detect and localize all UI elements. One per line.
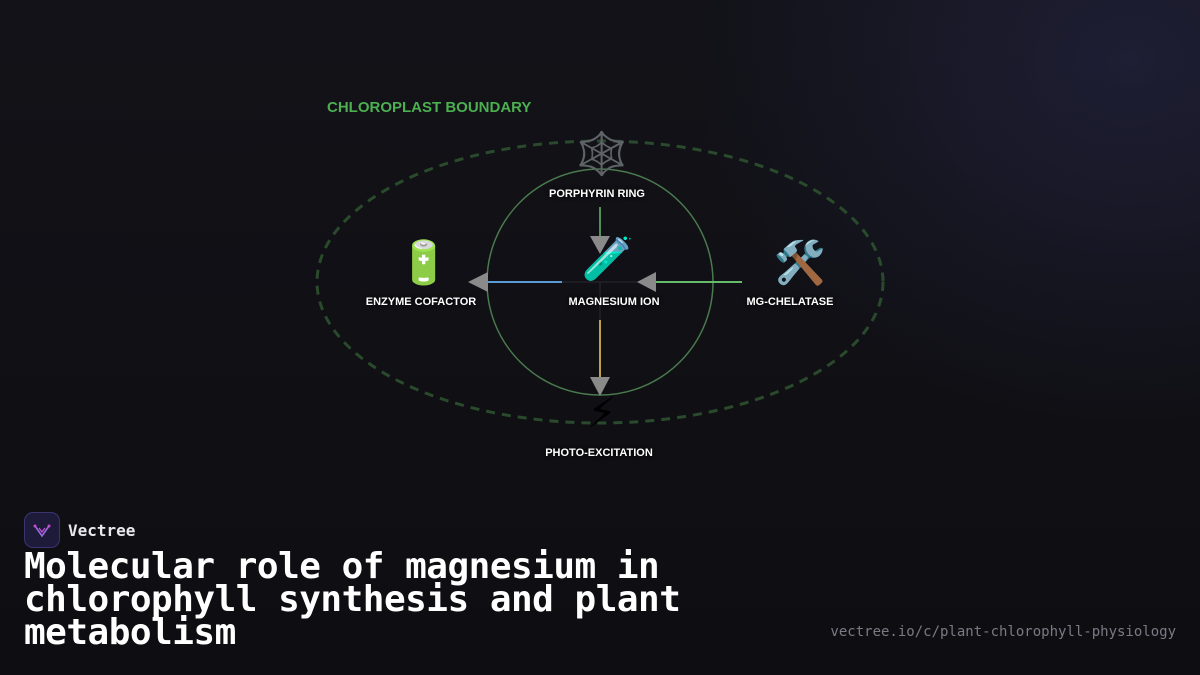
battery-icon: 🔋 bbox=[397, 238, 451, 287]
source-url[interactable]: vectree.io/c/plant-chlorophyll-physiolog… bbox=[830, 624, 1176, 640]
test-tube-icon: 🧪 bbox=[581, 234, 635, 283]
arrowhead-left-chelatase bbox=[637, 272, 656, 292]
photo-excitation-label: PHOTO-EXCITATION bbox=[545, 447, 653, 459]
arrowhead-down-photo bbox=[590, 377, 610, 396]
brand-name: Vectree bbox=[68, 520, 136, 540]
brand: Vectree bbox=[24, 512, 135, 548]
page-title: Molecular role of magnesium in chlorophy… bbox=[24, 546, 681, 653]
mg-chelatase-label: MG-CHELATASE bbox=[746, 296, 834, 308]
porphyrin-ring-label: PORPHYRIN RING bbox=[549, 188, 645, 200]
enzyme-cofactor-label: ENZYME COFACTOR bbox=[365, 296, 477, 308]
magnesium-ion-label: MAGNESIUM ION bbox=[568, 296, 660, 308]
tools-icon: 🛠️ bbox=[773, 238, 827, 287]
arrowhead-left-enzyme bbox=[468, 272, 488, 292]
lightning-icon: ⚡ bbox=[587, 388, 617, 437]
vectree-logo-icon bbox=[24, 512, 60, 548]
chloroplast-boundary bbox=[315, 139, 885, 425]
arrowhead-down-porphyrin bbox=[590, 236, 610, 254]
web-icon: 🕸️ bbox=[575, 129, 629, 178]
boundary-label: CHLOROPLAST BOUNDARY bbox=[327, 99, 532, 116]
